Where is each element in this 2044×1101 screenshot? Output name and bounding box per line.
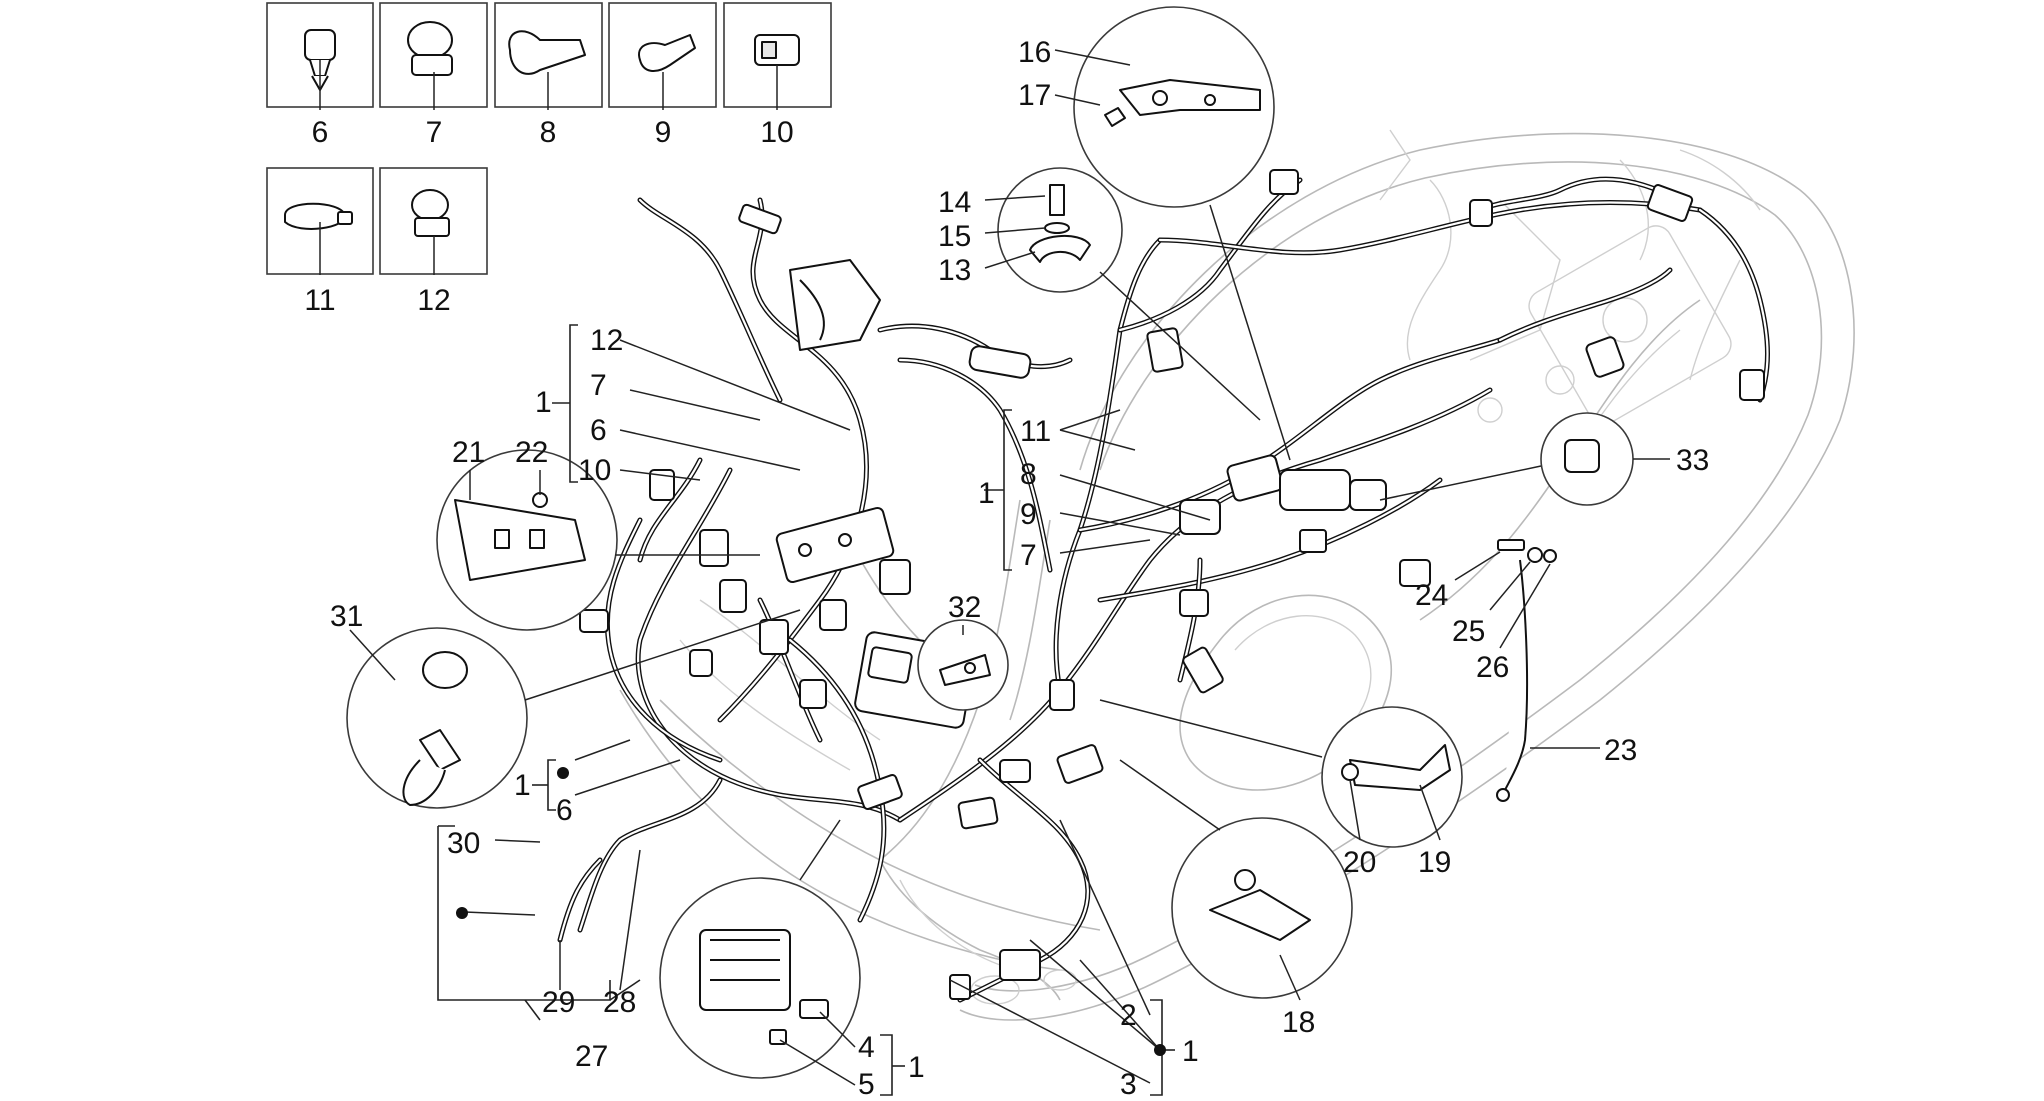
detail-14-15-13 [997,167,1261,421]
callout-6-lower-left: 6 [556,794,573,827]
callout-6: 6 [312,116,329,149]
callout-17: 17 [1018,79,1051,112]
ground-cable-23 [1496,539,1557,802]
detail-31 [346,609,801,809]
callout-30: 30 [447,827,480,860]
detail-4-5 [659,819,861,1079]
callout-labels: 6 7 8 9 10 11 12 12 1 7 6 10 21 22 31 32… [304,36,1709,1101]
callout-6-left-group: 6 [590,414,607,447]
callout-26: 26 [1476,651,1509,684]
callout-24: 24 [1415,579,1448,612]
detail-16-17 [1073,6,1291,461]
callout-15: 15 [938,220,971,253]
callout-9-right-group: 9 [1020,498,1037,531]
callout-27: 27 [575,1040,608,1073]
assembly-dots [456,767,1166,1056]
callout-11: 11 [304,284,335,317]
callout-11-right-group: 11 [1020,415,1051,448]
callout-16: 16 [1018,36,1051,69]
part-box-10 [723,2,832,108]
callout-5: 5 [858,1068,875,1101]
callout-2: 2 [1120,999,1137,1032]
callout-12-left-group: 12 [590,324,623,357]
callout-14: 14 [938,186,971,219]
detail-21-22 [436,449,760,631]
callout-1-lower-right: 1 [1182,1035,1199,1068]
detail-32 [917,619,1009,711]
callout-1-left-group: 1 [535,386,552,419]
callout-18: 18 [1282,1006,1315,1039]
callout-7-left-group: 7 [590,369,607,402]
callout-3: 3 [1120,1068,1137,1101]
callout-31: 31 [330,600,363,633]
callout-1-lower-left: 1 [514,769,531,802]
callout-7: 7 [426,116,443,149]
callout-23: 23 [1604,734,1637,767]
callout-25: 25 [1452,615,1485,648]
main-harness [557,176,1770,1003]
callout-12: 12 [417,284,450,317]
callout-4: 4 [858,1031,875,1064]
part-box-7 [379,2,488,108]
callout-28: 28 [603,986,636,1019]
leader-lines [319,49,1670,1086]
callout-1-right-group: 1 [978,477,995,510]
harness-components [579,169,1765,1000]
callout-32: 32 [948,591,981,624]
callout-19: 19 [1418,846,1451,879]
callout-20: 20 [1343,846,1376,879]
callout-8: 8 [540,116,557,149]
callout-22: 22 [515,436,548,469]
callout-33: 33 [1676,444,1709,477]
callout-10: 10 [760,116,793,149]
callout-13: 13 [938,254,971,287]
callout-9: 9 [655,116,672,149]
callout-1-bottom: 1 [908,1051,925,1084]
callout-10-left-group: 10 [578,454,611,487]
callout-21: 21 [452,436,485,469]
callout-29: 29 [542,986,575,1019]
callout-8-right-group: 8 [1020,458,1037,491]
detail-18 [1119,759,1353,999]
detail-19-20 [1099,699,1463,848]
callout-7-right-group: 7 [1020,539,1037,572]
